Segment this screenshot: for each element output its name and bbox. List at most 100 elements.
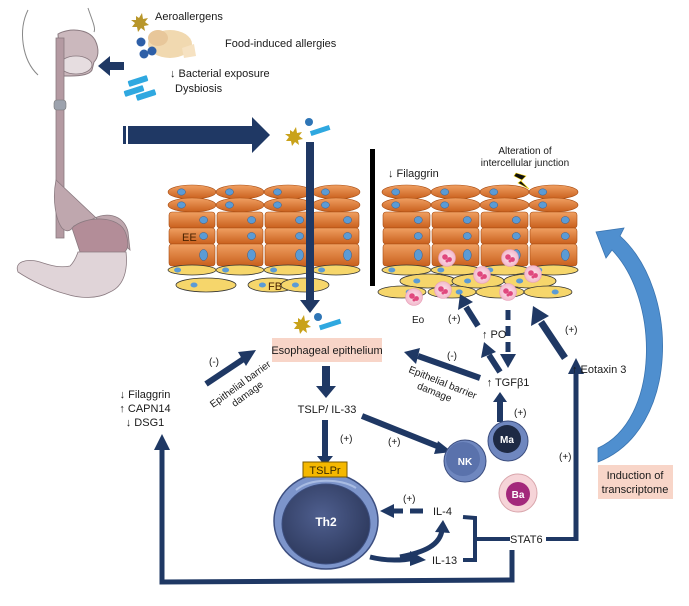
eosinophil-granule	[438, 286, 444, 292]
nucleus	[414, 232, 423, 240]
columnar-cell	[264, 211, 312, 229]
nk-cell	[443, 439, 487, 483]
nucleus	[247, 232, 256, 240]
esophageal-epithelium-box	[272, 338, 382, 362]
columnar-cell	[216, 243, 264, 267]
junction-label-line2: intercellular junction	[481, 158, 569, 169]
th2-cell	[273, 472, 379, 570]
squamous-cell	[167, 184, 217, 200]
arrow-epithelium-to-tslp	[316, 366, 336, 398]
divider-bar	[370, 149, 375, 286]
ba-cell	[498, 473, 538, 513]
nucleus	[291, 282, 299, 288]
arrow-ma-to-tgfb	[493, 392, 507, 422]
squamous-cell	[430, 184, 481, 200]
nucleus	[561, 232, 570, 240]
columnar-cell	[264, 243, 312, 267]
fibroblast	[175, 277, 237, 293]
ma-cell	[487, 420, 529, 462]
nucleus	[538, 201, 547, 209]
ma-label: Ma	[500, 435, 514, 446]
nucleus	[440, 188, 449, 196]
columnar-cell	[216, 211, 264, 229]
tslp-il33-label: TSLP/ IL-33	[298, 404, 357, 416]
eotaxin-plus-bottom-label: (+)	[559, 452, 572, 463]
squamous-cell	[381, 197, 432, 213]
fibroblast	[280, 277, 330, 293]
squamous-cell	[311, 197, 361, 213]
nucleus	[516, 278, 524, 284]
nk-plus-label: (+)	[388, 437, 401, 448]
eosinophil-granule	[528, 270, 534, 276]
columnar-cell	[168, 243, 216, 267]
main-flow-arrow	[123, 117, 270, 153]
nucleus	[463, 216, 472, 224]
arrow-barrier-damage-right	[404, 348, 482, 381]
columnar-cell	[480, 227, 529, 245]
aeroallergen-icon	[131, 13, 149, 32]
arrow-th2-to-il13	[369, 520, 450, 566]
nucleus	[199, 249, 208, 261]
nucleus	[247, 216, 256, 224]
columnar-cell	[529, 243, 578, 267]
nk-label: NK	[458, 457, 473, 468]
filaggrin-label: ↓ Filaggrin	[388, 168, 439, 180]
nucleus	[561, 216, 570, 224]
eosinophil-granule	[445, 259, 449, 263]
columnar-cell	[312, 227, 360, 245]
arrow-stat6-to-markers	[154, 434, 515, 585]
bacterial-exposure-label: ↓ Bacterial exposure	[170, 68, 270, 80]
il4-plus-label: (+)	[403, 494, 416, 505]
nucleus	[414, 216, 423, 224]
ee-label: EE	[182, 232, 197, 244]
columnar-cell	[264, 227, 312, 245]
eosinophil-granule	[477, 271, 483, 277]
antigen-cluster-bottom	[293, 313, 342, 334]
eosinophils	[405, 249, 542, 306]
nucleus	[343, 216, 352, 224]
columnar-cell	[168, 211, 216, 229]
nucleus	[464, 278, 472, 284]
eosinophil-granule	[505, 254, 511, 260]
transcriptome-feedback-arrow	[595, 227, 663, 463]
stat6-label: STAT6	[510, 534, 543, 546]
columnar-cell	[431, 211, 480, 229]
marker-capn14: ↑ CAPN14	[119, 403, 170, 415]
nucleus	[225, 188, 234, 196]
squamous-cell	[381, 184, 432, 200]
squamous-cell	[263, 184, 313, 200]
nucleus	[199, 232, 208, 240]
eosinophil-granule	[480, 276, 484, 280]
nucleus	[440, 201, 449, 209]
columnar-cell	[382, 211, 431, 229]
eotaxin-plus-top-label: (+)	[565, 325, 578, 336]
columnar-cell	[312, 243, 360, 267]
nucleus	[561, 249, 570, 261]
eotaxin3-label: ↑ Eotaxin 3	[572, 364, 626, 376]
nucleus	[273, 201, 282, 209]
squamous-cell	[528, 197, 579, 213]
marker-filaggrin: ↓ Filaggrin	[120, 389, 171, 401]
columnar-cell	[480, 211, 529, 229]
eosinophil-granule	[503, 288, 509, 294]
fb-label: FB	[268, 281, 282, 293]
nucleus	[199, 216, 208, 224]
anatomy-illustration	[16, 7, 131, 298]
tslpr-label: TSLPr	[309, 465, 341, 477]
nucleus	[414, 249, 423, 261]
nucleus	[343, 249, 352, 261]
stat6-bracket	[462, 515, 510, 562]
food-icon	[136, 30, 196, 59]
squamous-cell	[479, 184, 530, 200]
nucleus	[463, 249, 472, 261]
barrier-right-sign: (-)	[447, 351, 457, 362]
columnar-cell	[431, 227, 480, 245]
nucleus	[391, 188, 400, 196]
il13-label: IL-13	[432, 555, 457, 567]
nucleus	[551, 289, 559, 295]
induction-line2: transcriptome	[602, 484, 669, 496]
po-label: ↑ PO	[482, 329, 507, 341]
arrow-tgfb-to-po	[481, 342, 503, 374]
junction-label-line1: Alteration of	[498, 146, 552, 157]
arrow-eotaxin-to-epithelium	[531, 306, 568, 360]
